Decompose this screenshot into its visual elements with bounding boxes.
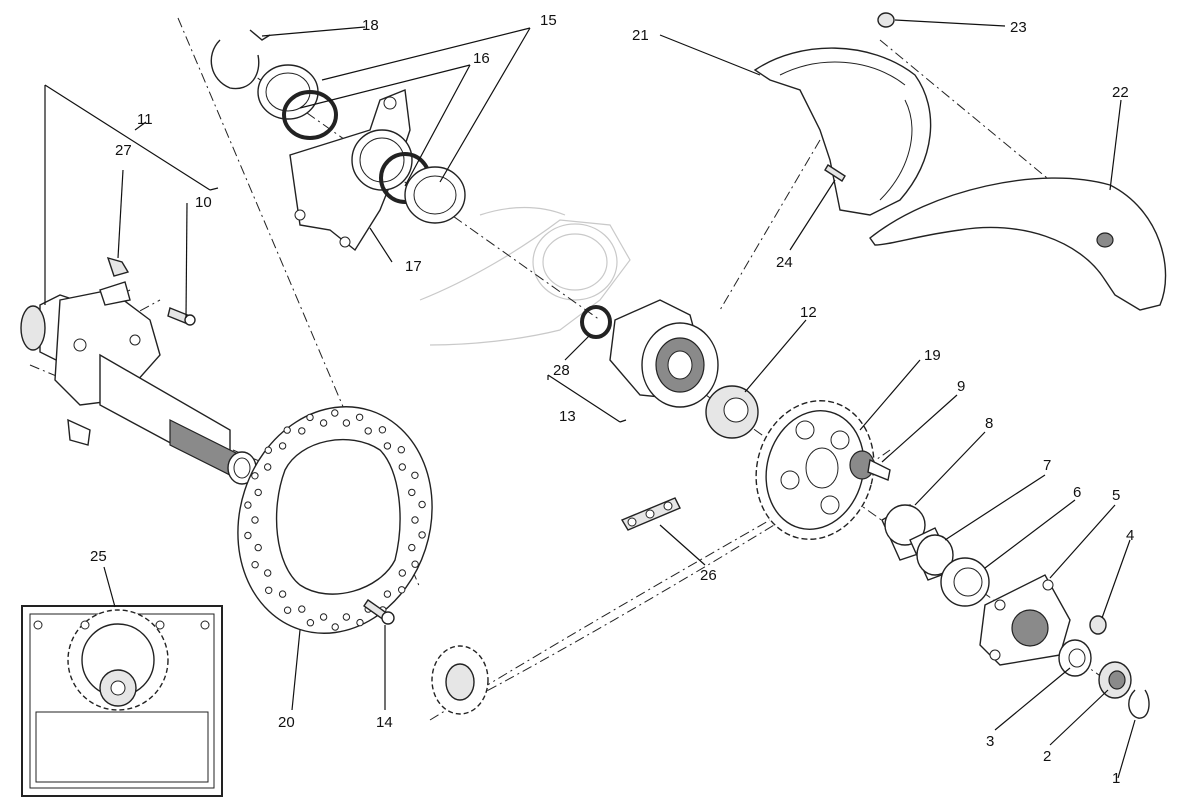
disc-vent-hole [411,560,419,568]
leader-lines [44,19,1136,779]
grease-nipple [106,256,130,277]
guard-screw [824,164,846,182]
callout-10: 10 [195,194,212,211]
disc-vent-hole [244,531,252,540]
disc-vent-hole [278,590,287,598]
eccentric-hub [609,299,719,408]
caliper-bracket-group [210,29,466,252]
callout-22: 22 [1112,84,1129,101]
callout-labels: 1 2 3 4 5 6 7 8 9 10 11 12 13 14 15 16 1… [90,12,1134,787]
axle-nut [1098,661,1132,699]
callout-14: 14 [376,714,393,731]
callout-25: 25 [90,548,107,565]
sprocket-stud [849,450,891,481]
callout-6: 6 [1073,484,1081,501]
callout-20: 20 [278,714,295,731]
disc-vent-hole [251,472,259,480]
disc-vent-hole [398,586,406,594]
disc-vent-hole [331,623,339,631]
disc-vent-hole [251,516,259,524]
callout-17: 17 [405,258,422,275]
disc-vent-hole [298,427,306,435]
callout-16: 16 [473,50,490,67]
callout-5: 5 [1112,487,1120,504]
disc-vent-hole [306,619,315,627]
disc-vent-hole [283,606,292,614]
disc-vent-hole [264,569,272,577]
callout-24: 24 [776,254,793,271]
disc-vent-hole [264,463,272,471]
disc-vent-hole [398,463,406,471]
disc-vent-hole [319,613,328,621]
disc-vent-hole [331,409,339,417]
flange-washer [1058,639,1092,677]
callout-7: 7 [1043,457,1051,474]
callout-26: 26 [700,567,717,584]
callout-15: 15 [540,12,557,29]
front-sprocket [431,645,489,715]
chain-guard [753,47,932,216]
seal-ring [940,557,990,607]
callout-3: 3 [986,733,994,750]
disc-vent-hole [278,442,287,450]
disc-vent-hole [283,426,291,434]
callout-27: 27 [115,142,132,159]
callout-19: 19 [924,347,941,364]
rear-sprocket [755,400,875,540]
disc-vent-hole [298,605,306,613]
flange-nut [1089,615,1107,635]
disc-vent-hole [398,569,406,577]
disc-vent-hole [264,446,272,454]
disc-vent-hole [397,446,405,454]
chain-link [620,497,681,531]
disc-vent-hole [342,613,351,621]
axle-screw [167,307,196,326]
disc-vent-hole [254,543,262,552]
disc-vent-hole [251,561,259,569]
disc-vent-hole [265,586,273,594]
callout-4: 4 [1126,527,1134,544]
callout-21: 21 [632,27,649,44]
callout-28: 28 [553,362,570,379]
disc-vent-hole [418,500,426,509]
disc-vent-hole [383,590,392,598]
brake-disc [237,406,433,634]
disc-vent-hole [418,531,426,539]
callout-18: 18 [362,17,379,34]
callout-9: 9 [957,378,965,395]
circlip [1128,689,1150,719]
disc-vent-hole [408,543,416,552]
disc-vent-hole [408,488,416,497]
disc-vent-hole [319,419,328,427]
guard-nut [877,12,895,28]
rear-mudguard [869,177,1167,311]
spacer [705,385,759,439]
disc-vent-hole [411,471,419,479]
disc-vent-hole [411,516,419,524]
disc-vent-hole [306,413,314,422]
callout-12: 12 [800,304,817,321]
disc-vent-hole [244,501,252,509]
disc-bolt [363,599,395,625]
swingarm-ghost-outline [419,206,631,346]
callout-1: 1 [1112,770,1120,787]
sprocket-flange [979,574,1071,666]
disc-vent-hole [364,427,372,435]
callout-23: 23 [1010,19,1027,36]
hub-o-ring [580,305,612,339]
callout-13: 13 [559,408,576,425]
disc-vent-hole [342,419,351,427]
disc-vent-hole [356,618,364,627]
disc-vent-hole [383,442,392,450]
chain-kit-inset [21,605,223,797]
disc-vent-hole [378,426,387,434]
callout-11: 11 [137,111,153,128]
rear-hub-shaft [20,281,257,485]
callout-2: 2 [1043,748,1051,765]
disc-vent-hole [355,413,364,421]
disc-vent-hole [254,488,262,497]
callout-8: 8 [985,415,993,432]
